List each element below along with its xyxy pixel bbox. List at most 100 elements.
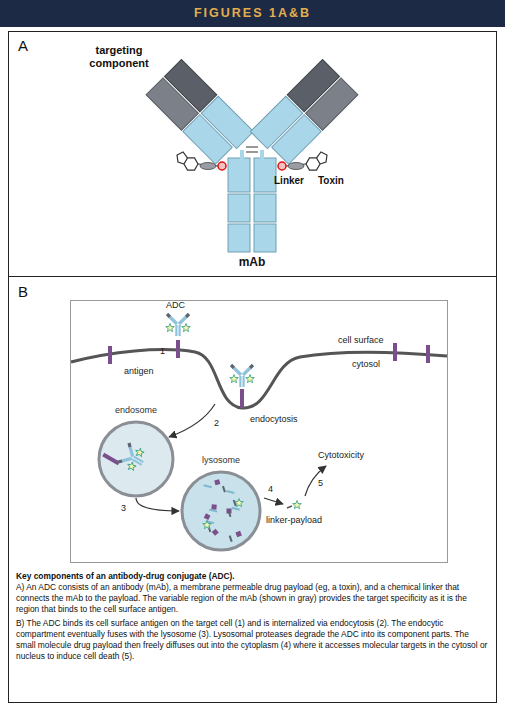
label-wrap: 2 — [214, 418, 219, 428]
compartment-content — [229, 511, 231, 517]
compartment-content — [204, 485, 212, 487]
label-wrap: Toxin — [318, 175, 344, 187]
compartment-content — [226, 491, 234, 493]
label-wrap: B — [18, 283, 28, 300]
label-wrap: 5 — [318, 478, 323, 488]
callout-number: 1 — [160, 346, 165, 356]
heavy-chain-domain — [228, 194, 250, 222]
antigen-symbol — [240, 389, 244, 408]
label-wrap: targeting component — [78, 44, 160, 69]
part-label: mAb — [227, 256, 277, 270]
compartment-content — [211, 504, 216, 509]
linker-toxin — [278, 162, 286, 170]
adc-symbol — [230, 365, 255, 387]
label-wrap: cell surface — [338, 335, 384, 345]
panel-divider — [9, 276, 497, 277]
adc-symbol — [166, 314, 191, 336]
compartment-outline — [97, 420, 175, 498]
compartment-content — [102, 453, 120, 465]
compartment-content — [117, 442, 148, 474]
compartment-content — [182, 472, 260, 550]
antibody-arm — [146, 59, 253, 166]
part-label: ADC — [166, 300, 185, 310]
step-arrow — [305, 466, 326, 496]
linker-toxin — [177, 152, 198, 170]
antigen-symbol — [426, 345, 430, 363]
cell-membrane — [71, 350, 447, 408]
linker-toxin — [218, 162, 226, 170]
compartment-content — [232, 508, 240, 510]
compartment-content — [212, 529, 219, 536]
heavy-chain-domain — [228, 158, 250, 192]
compartment-heading: endosome — [115, 405, 157, 415]
label-wrap: endocytosis — [250, 414, 298, 424]
callout-number: 3 — [121, 503, 126, 513]
step-arrow — [136, 498, 179, 511]
heavy-chain-domain — [254, 194, 276, 222]
compartment-content — [99, 422, 173, 496]
hinge — [260, 150, 264, 160]
antigen-symbol — [108, 340, 430, 408]
linker-toxin — [306, 152, 327, 170]
step-arrow — [169, 404, 215, 437]
adc-symbol — [230, 365, 255, 387]
heavy-chain-domain — [254, 224, 276, 252]
caption-paragraph: B) The ADC binds its cell surface antige… — [16, 618, 489, 662]
label-wrap: mAb — [227, 256, 277, 270]
part-label: Toxin — [318, 175, 344, 187]
part-label: Linker — [274, 175, 304, 187]
hinge-bond — [246, 147, 258, 152]
label-wrap: cytosol — [352, 359, 380, 369]
part-label: endocytosis — [250, 414, 298, 424]
caption-block: Key components of an antibody-drug conju… — [16, 571, 489, 662]
title-bar — [0, 0, 505, 27]
panel-b-frame — [71, 301, 448, 563]
figure-title: FIGURES 1A&B — [194, 6, 311, 20]
antibody-arm — [250, 59, 357, 166]
part-label: antigen — [124, 366, 154, 376]
compartment-content — [214, 479, 220, 485]
step-arrow — [264, 498, 283, 504]
callout-number: 5 — [318, 478, 323, 488]
linker-toxin — [288, 163, 304, 170]
linker-payload-symbol — [287, 501, 301, 509]
linker-payload-symbol — [293, 501, 302, 509]
label-wrap: ADC — [166, 300, 185, 310]
callout-number: 2 — [214, 418, 219, 428]
part-label: cytosol — [352, 359, 380, 369]
linker-toxin — [306, 152, 327, 170]
callout-number: 4 — [268, 484, 273, 494]
antigen-symbol — [393, 343, 397, 361]
compartment-content — [209, 510, 217, 512]
compartment-outline — [180, 470, 262, 552]
label-wrap: 3 — [121, 503, 126, 513]
heavy-chain-domain — [228, 224, 250, 252]
part-label: targeting component — [78, 44, 160, 69]
compartment-circle: lysosome — [180, 470, 262, 552]
compartment-content — [117, 442, 148, 474]
linker-toxin — [177, 152, 198, 170]
compartment-heading: lysosome — [202, 455, 240, 465]
part-label: linker-payload — [266, 515, 322, 525]
label-wrap: 1 — [160, 346, 165, 356]
linker-payload-symbol — [287, 506, 292, 508]
caption-heading: Key components of an antibody-drug conju… — [16, 571, 489, 582]
compartment-circle: endosome — [97, 420, 175, 498]
label-wrap: Cytotoxicity — [318, 450, 364, 460]
antibody-arm — [146, 59, 253, 166]
part-label: cell surface — [338, 335, 384, 345]
panel-letter: A — [18, 37, 28, 54]
heavy-chain-domain — [254, 158, 276, 192]
part-label: Cytotoxicity — [318, 450, 364, 460]
panel-letter: B — [18, 283, 28, 300]
antibody — [146, 59, 358, 252]
caption-paragraph: A) An ADC consists of an antibody (mAb),… — [16, 582, 489, 615]
label-wrap: antigen — [124, 366, 154, 376]
title-wrap: FIGURES 1A&B — [0, 0, 505, 27]
hinge — [240, 150, 244, 160]
compartment-content — [204, 513, 211, 520]
compartment-content — [235, 531, 241, 537]
compartment-content — [235, 499, 244, 507]
compartment-content — [234, 500, 236, 506]
